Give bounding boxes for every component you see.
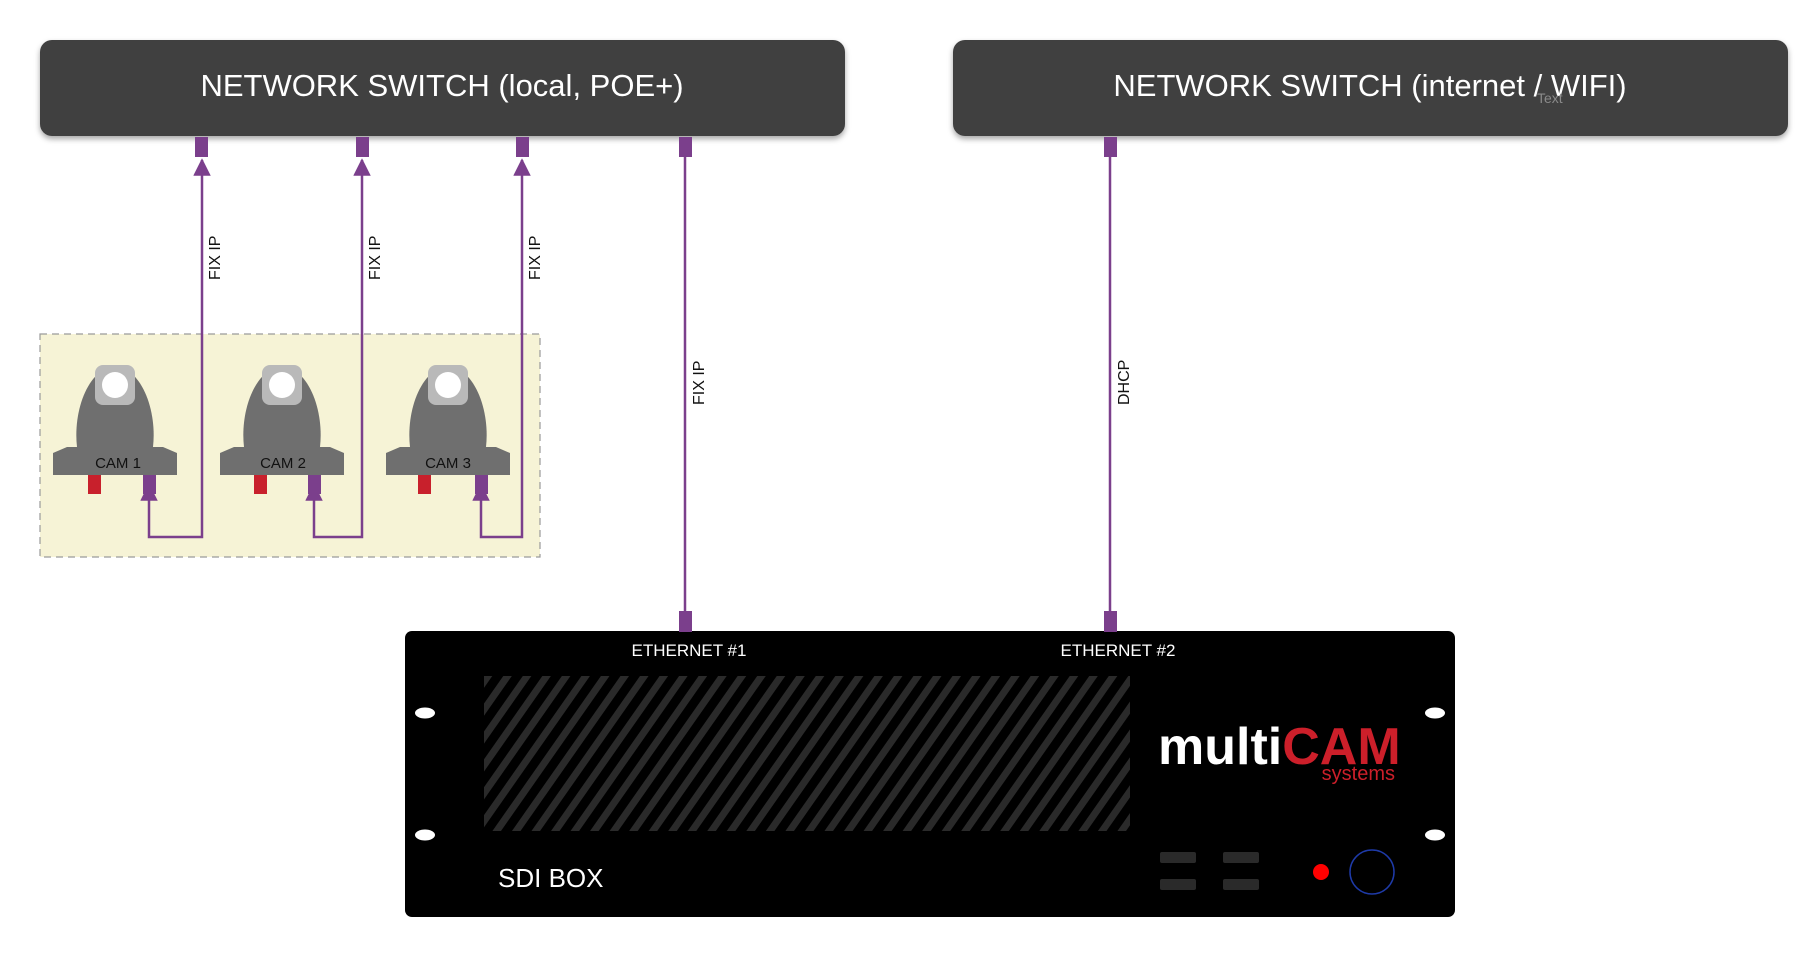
camera-3: CAM 3 bbox=[386, 365, 510, 494]
network-switch-internet-label: NETWORK SWITCH (internet / WIFI) bbox=[1113, 68, 1626, 103]
brand-sub-text: systems bbox=[1322, 763, 1395, 785]
camera-2-label: CAM 2 bbox=[260, 455, 306, 472]
ethernet-1-label: ETHERNET #1 bbox=[632, 641, 747, 660]
sdi-box-label: SDI BOX bbox=[498, 863, 603, 893]
switch-port-ethernet1 bbox=[679, 137, 692, 157]
switch-overlay-text: Text bbox=[1537, 90, 1563, 106]
network-switch-internet: NETWORK SWITCH (internet / WIFI) Text bbox=[953, 40, 1788, 136]
camera-2: CAM 2 bbox=[220, 365, 344, 494]
network-switch-local-label: NETWORK SWITCH (local, POE+) bbox=[200, 68, 683, 103]
camera-links: FIX IP FIX IP FIX IP bbox=[140, 158, 544, 539]
switch-port-cam1 bbox=[195, 137, 208, 157]
rack-hole-icon bbox=[415, 707, 435, 719]
power-led-icon bbox=[1313, 864, 1329, 880]
link-cam2 bbox=[305, 158, 371, 539]
network-switch-local: NETWORK SWITCH (local, POE+) bbox=[40, 40, 845, 136]
sdi-box: ETHERNET #1 ETHERNET #2 multiCAM systems… bbox=[405, 611, 1455, 917]
panel-button bbox=[1223, 879, 1259, 890]
link-cam3-label: FIX IP bbox=[527, 236, 544, 280]
camera-power-port bbox=[418, 475, 431, 494]
ethernet-2-label: ETHERNET #2 bbox=[1061, 641, 1176, 660]
panel-button bbox=[1160, 852, 1196, 863]
link-cam3 bbox=[472, 158, 531, 539]
multicam-logo: multiCAM systems bbox=[1158, 718, 1401, 785]
switch-port-cam3 bbox=[516, 137, 529, 157]
link-cam1-label: FIX IP bbox=[207, 236, 224, 280]
front-panel-buttons bbox=[1160, 852, 1259, 890]
rack-hole-icon bbox=[1425, 707, 1445, 719]
switch-port-cam2 bbox=[356, 137, 369, 157]
camera-power-port bbox=[88, 475, 101, 494]
switch-ports bbox=[195, 137, 1117, 157]
camera-1-label: CAM 1 bbox=[95, 455, 141, 472]
box-port-ethernet2 bbox=[1104, 611, 1117, 632]
rack-hole-icon bbox=[1425, 829, 1445, 841]
box-port-ethernet1 bbox=[679, 611, 692, 632]
panel-button bbox=[1160, 879, 1196, 890]
camera-3-label: CAM 3 bbox=[425, 455, 471, 472]
link-cam1 bbox=[140, 158, 211, 539]
camera-network-port bbox=[475, 475, 488, 494]
camera-1: CAM 1 bbox=[53, 365, 177, 494]
link-ethernet2-label: DHCP bbox=[1116, 360, 1133, 405]
svg-text:multiCAM: multiCAM bbox=[1158, 718, 1401, 776]
camera-network-port bbox=[308, 475, 321, 494]
brand-accent-text: CAM bbox=[1282, 718, 1400, 776]
link-ethernet1-label: FIX IP bbox=[691, 361, 708, 405]
panel-button bbox=[1223, 852, 1259, 863]
rack-hole-icon bbox=[415, 829, 435, 841]
power-knob-icon bbox=[1349, 849, 1395, 895]
box-links: FIX IP DHCP bbox=[683, 157, 1133, 612]
switch-port-ethernet2 bbox=[1104, 137, 1117, 157]
vent-grille bbox=[484, 676, 1130, 831]
brand-main-text: multi bbox=[1158, 718, 1282, 776]
camera-power-port bbox=[254, 475, 267, 494]
camera-network-port bbox=[143, 475, 156, 494]
link-cam2-label: FIX IP bbox=[367, 236, 384, 280]
